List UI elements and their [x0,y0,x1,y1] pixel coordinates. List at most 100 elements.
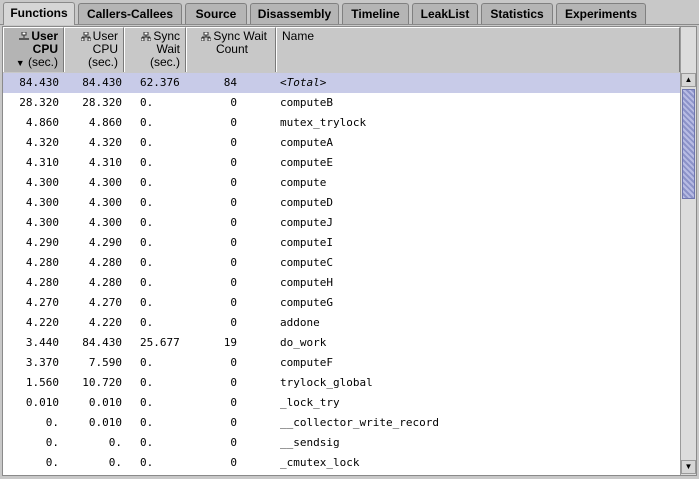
cell-sync-wait-count: 0 [230,216,237,229]
table-row[interactable]: 3.370 7.590 0. 0 computeF [3,353,680,373]
cell-user-cpu-exclusive: 4.280 [25,256,59,269]
cell-sync-wait: 0. [140,376,154,389]
cell-function-name: computeJ [280,216,333,229]
column-header-sync-wait[interactable]: Sync Wait (sec.) [124,27,186,72]
tab-disassembly[interactable]: Disassembly [250,3,339,24]
cell-sync-wait-count: 0 [230,136,237,149]
scroll-up-button[interactable]: ▲ [681,73,696,87]
cell-sync-wait-count: 0 [230,256,237,269]
cell-sync-wait-count: 0 [230,436,237,449]
cell-sync-wait-count: 84 [223,76,237,89]
cell-user-cpu-exclusive: 4.300 [25,216,59,229]
cell-sync-wait: 0. [140,276,154,289]
cell-sync-wait-count: 0 [230,356,237,369]
cell-user-cpu-inclusive: 4.310 [88,156,122,169]
tab-functions[interactable]: Functions [3,2,75,25]
cell-user-cpu-inclusive: 4.220 [88,316,122,329]
cell-user-cpu-exclusive: 3.370 [25,356,59,369]
cell-user-cpu-inclusive: 28.320 [82,96,122,109]
cell-user-cpu-exclusive: 4.300 [25,196,59,209]
tab-statistics[interactable]: Statistics [481,3,553,24]
cell-function-name: computeG [280,296,333,309]
tab-callers-callees[interactable]: Callers-Callees [78,3,182,24]
column-label-line2: CPU [92,42,118,56]
cell-sync-wait: 0. [140,416,154,429]
column-label-line2: Wait [156,42,180,56]
cell-function-name: trylock_global [280,376,373,389]
cell-user-cpu-exclusive: 4.320 [25,136,59,149]
cell-user-cpu-exclusive: 84.430 [19,76,59,89]
exclusive-metric-icon [19,32,30,40]
vertical-scrollbar[interactable]: ▲ ▼ [680,27,696,475]
cell-sync-wait: 0. [140,356,154,369]
cell-function-name: <Total> [280,76,327,89]
column-label-line1: User [31,29,58,43]
cell-function-name: computeE [280,156,333,169]
table-row[interactable]: 0.0.0.0_cmutex_lock [3,453,680,473]
cell-user-cpu-inclusive: 84.430 [82,76,122,89]
cell-user-cpu-exclusive: 4.220 [25,316,59,329]
cell-function-name: computeH [280,276,333,289]
tab-experiments[interactable]: Experiments [556,3,646,24]
tab-bar: Functions Callers-Callees Source Disasse… [0,0,699,25]
cell-sync-wait: 0. [140,296,154,309]
cell-user-cpu-inclusive: 0.010 [88,396,122,409]
cell-user-cpu-inclusive: 7.590 [88,356,122,369]
column-header-sync-wait-count[interactable]: Sync Wait Count [186,27,276,72]
cell-user-cpu-exclusive: 3.440 [25,336,59,349]
cell-function-name: computeF [280,356,333,369]
cell-sync-wait-count: 0 [230,456,237,469]
cell-sync-wait: 0. [140,316,154,329]
cell-sync-wait: 0. [140,196,154,209]
sort-descending-icon: ▼ [15,58,25,68]
cell-function-name: computeA [280,136,333,149]
scroll-down-button[interactable]: ▼ [681,460,696,474]
column-label-line3: (sec.) [28,55,58,69]
column-header-user-cpu-inclusive[interactable]: User CPU (sec.) [64,27,124,72]
cell-function-name: computeC [280,256,333,269]
table-header: User CPU ▼ (sec.) User CPU (sec.) Sync W… [3,27,680,74]
cell-user-cpu-inclusive: 4.290 [88,236,122,249]
tab-source[interactable]: Source [185,3,247,24]
cell-user-cpu-inclusive: 4.280 [88,256,122,269]
column-label-line1: Name [282,29,315,43]
cell-function-name: _lock_try [280,396,340,409]
cell-user-cpu-exclusive: 1.560 [25,376,59,389]
cell-sync-wait: 0. [140,136,154,149]
cell-user-cpu-inclusive: 4.300 [88,216,122,229]
tab-timeline[interactable]: Timeline [342,3,409,24]
column-header-name[interactable]: Name [276,27,680,72]
tab-leaklist[interactable]: LeakList [412,3,478,24]
table-row[interactable]: 0.0.0.0__sendsig [3,433,680,453]
column-header-user-cpu-exclusive[interactable]: User CPU ▼ (sec.) [3,27,64,72]
cell-user-cpu-inclusive: 4.300 [88,176,122,189]
cell-user-cpu-exclusive: 4.310 [25,156,59,169]
column-label-line1: Sync Wait [213,29,267,43]
cell-function-name: _cmutex_lock [280,456,360,469]
cell-sync-wait-count: 0 [230,316,237,329]
scroll-thumb[interactable] [682,89,695,199]
cell-sync-wait-count: 0 [230,276,237,289]
cell-user-cpu-exclusive: 4.280 [25,276,59,289]
functions-panel: User CPU ▼ (sec.) User CPU (sec.) Sync W… [2,26,697,476]
cell-function-name: __collector_write_record [280,416,439,429]
cell-user-cpu-exclusive: 0.010 [25,396,59,409]
cell-sync-wait: 0. [140,456,154,469]
